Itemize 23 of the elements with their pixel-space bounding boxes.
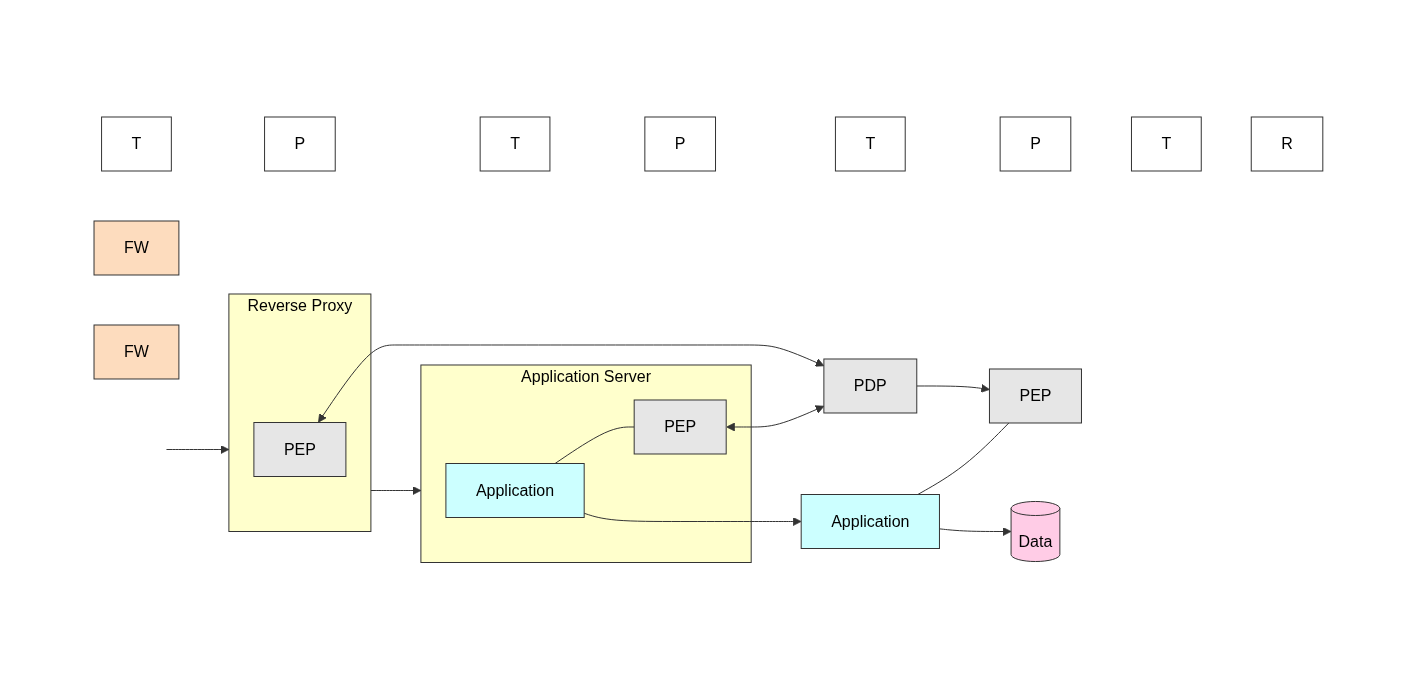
arrow bbox=[165, 444, 229, 454]
arrow bbox=[317, 344, 824, 423]
node-box: R bbox=[1250, 116, 1323, 172]
node-box: T bbox=[479, 116, 550, 172]
node-box: P bbox=[263, 116, 336, 172]
arrow bbox=[370, 485, 421, 495]
node-box: T bbox=[100, 116, 172, 172]
node-box: FW bbox=[93, 324, 179, 380]
arrow bbox=[915, 383, 990, 393]
node-box: PEP bbox=[988, 368, 1082, 424]
node-box: PEP bbox=[633, 399, 727, 455]
node-box: T bbox=[1130, 116, 1202, 172]
arrow bbox=[583, 512, 802, 526]
node-box: PDP bbox=[822, 358, 917, 414]
node-box: FW bbox=[93, 220, 179, 276]
arrow bbox=[938, 526, 1012, 536]
node-box: Application bbox=[445, 462, 585, 518]
node-box: PEP bbox=[252, 421, 346, 477]
node-box: P bbox=[643, 116, 716, 172]
node-box: Application bbox=[800, 493, 940, 549]
connector bbox=[554, 426, 635, 464]
node-box: P bbox=[999, 116, 1071, 172]
node-box: T bbox=[834, 116, 906, 172]
